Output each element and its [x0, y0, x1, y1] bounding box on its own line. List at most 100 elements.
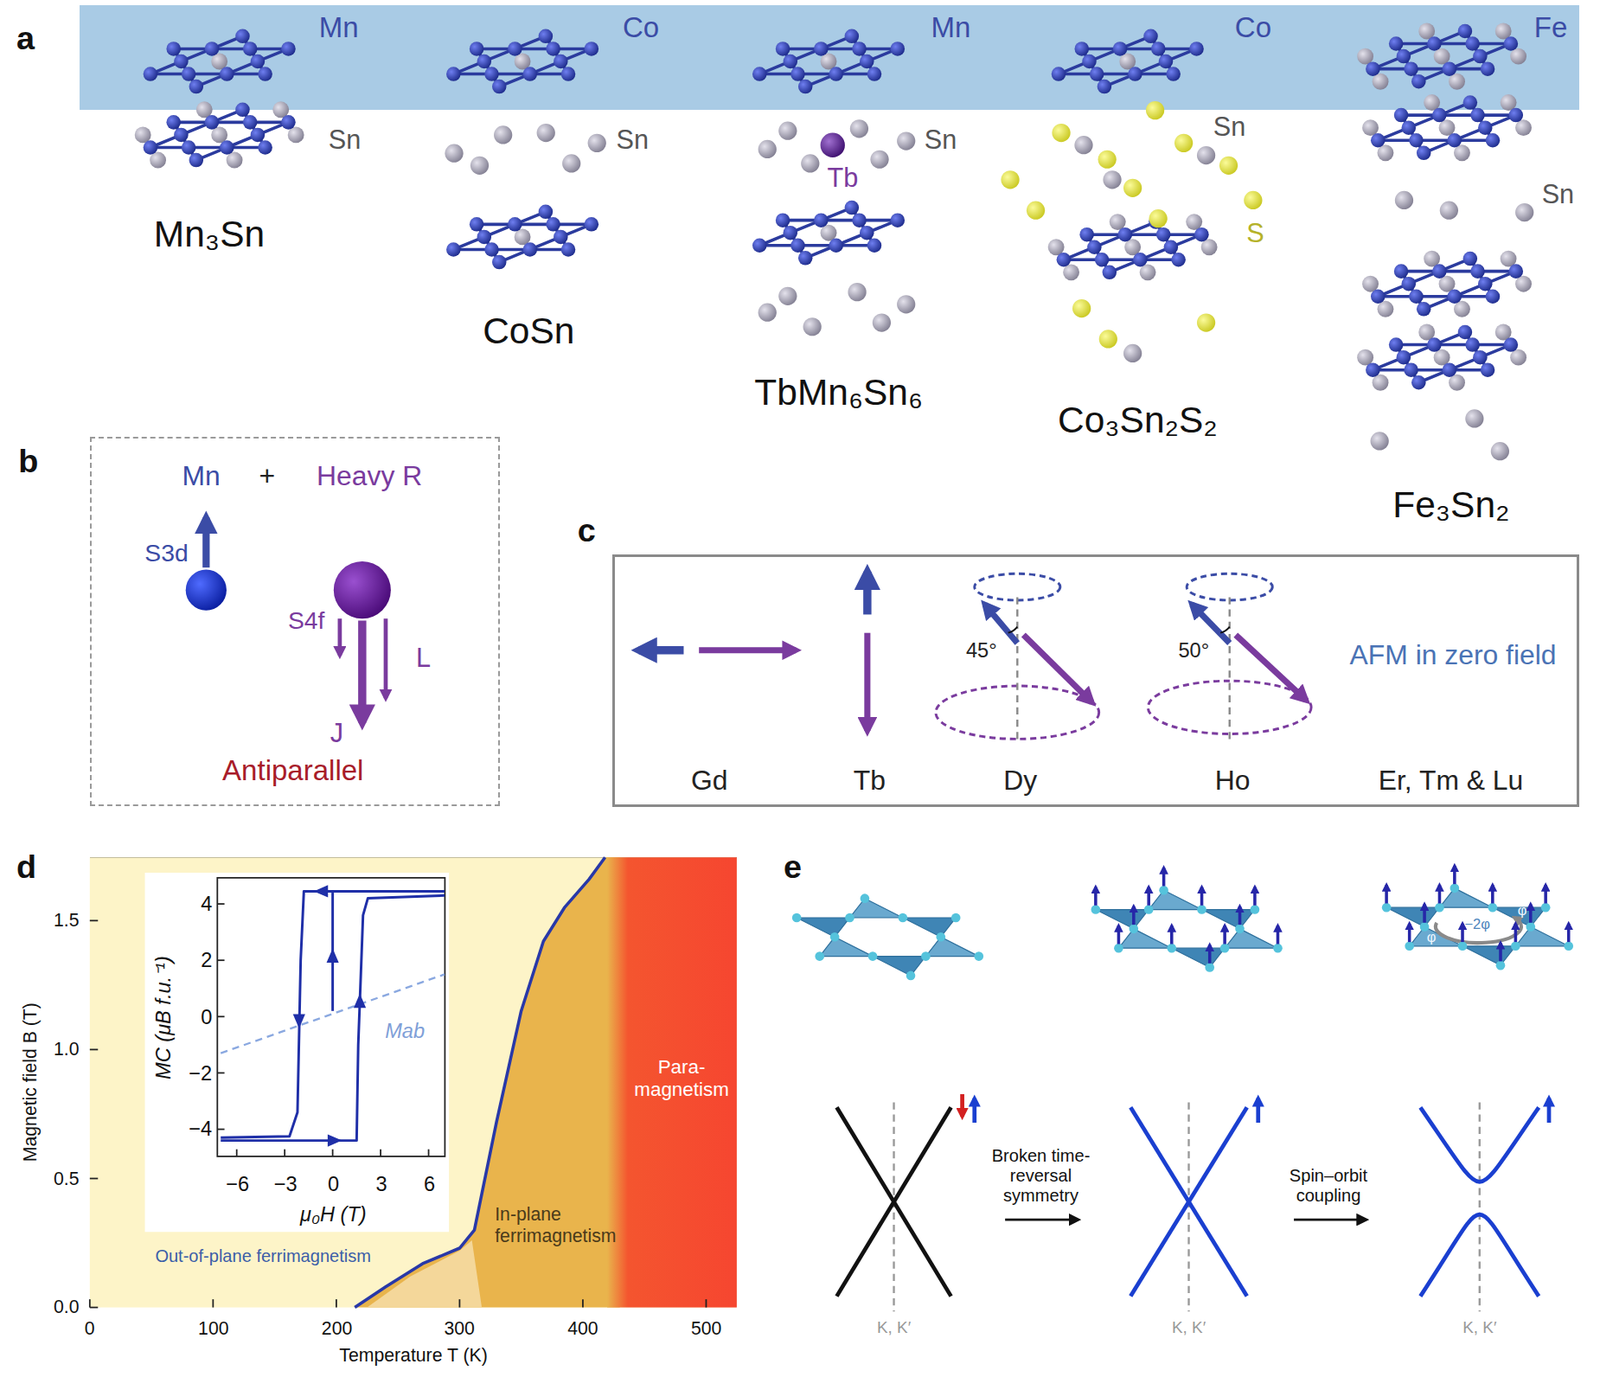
illustration-stroke: [1098, 150, 1117, 169]
text-label: L: [416, 642, 431, 673]
illustration-stroke: [1117, 925, 1121, 944]
illustration-stroke: [379, 1149, 382, 1157]
illustration-stroke: [537, 123, 556, 142]
illustration-stroke: [1563, 941, 1574, 952]
illustration-stroke: [257, 140, 273, 155]
illustration-stroke: [872, 313, 891, 332]
illustration-stroke: [1567, 923, 1571, 942]
text-label: Er, Tm & Lu: [1378, 764, 1524, 797]
illustration-stroke: [1149, 209, 1168, 228]
illustration-stroke: [830, 932, 840, 942]
illustration-stroke: [859, 225, 875, 241]
illustration-stroke: [189, 153, 205, 168]
illustration-stroke: [1196, 146, 1216, 165]
illustration-stroke: [847, 282, 866, 301]
illustration-stroke: [820, 133, 845, 158]
illustration-stroke: [235, 102, 250, 118]
illustration-stroke: [1470, 108, 1485, 123]
illustration-stroke: [1480, 362, 1496, 378]
text-label: 200: [321, 1318, 352, 1339]
illustration-stroke: [1460, 923, 1465, 942]
illustration-stroke: [1472, 49, 1488, 64]
illustration-stroke: [1016, 596, 1018, 743]
illustration-stroke: [1113, 943, 1124, 954]
illustration-stroke: [1118, 227, 1133, 243]
illustration-stroke: [896, 294, 916, 314]
illustration-stroke: [1156, 227, 1172, 243]
illustration-stroke: [1004, 1218, 1078, 1222]
illustration-stroke: [1235, 634, 1306, 701]
illustration-stroke: [1547, 1098, 1552, 1123]
illustration-stroke: [1465, 36, 1480, 52]
illustration-stroke: [1095, 909, 1149, 929]
illustration-stroke: [1404, 941, 1415, 952]
illustration-stroke: [867, 237, 883, 253]
illustration-stroke: [1127, 66, 1143, 82]
text-label: 300: [443, 1318, 474, 1339]
illustration-stroke: [293, 1013, 306, 1029]
illustration-stroke: [783, 225, 799, 241]
illustration-stroke: [890, 41, 906, 57]
illustration-stroke: [89, 857, 737, 1307]
text-label: Spin–orbit coupling: [1275, 1165, 1383, 1206]
illustration-stroke: [1097, 79, 1113, 95]
text-label: Para- magnetism: [627, 1056, 736, 1101]
illustration-stroke: [1087, 239, 1102, 255]
illustration-stroke: [1171, 252, 1186, 268]
illustration-stroke: [1187, 1101, 1190, 1312]
illustration-stroke: [1144, 904, 1154, 915]
illustration-stroke: [1051, 123, 1070, 142]
illustration-stroke: [1166, 943, 1177, 954]
illustration-stroke: [1478, 120, 1493, 135]
text-label: S4f: [288, 606, 325, 635]
illustration-stroke: [469, 41, 485, 57]
text-label: AFM in zero field: [1350, 639, 1557, 672]
text-label: 2: [200, 948, 212, 973]
illustration-stroke: [1427, 36, 1442, 52]
text-label: Out-of-plane ferrimagnetism: [154, 1246, 372, 1267]
illustration-stroke: [1158, 54, 1174, 70]
illustration-stroke: [1200, 887, 1204, 906]
illustration-stroke: [758, 303, 777, 322]
illustration-stroke: [960, 1094, 965, 1117]
illustration-stroke: [217, 959, 224, 961]
illustration-stroke: [936, 932, 947, 942]
illustration-stroke: [1145, 101, 1165, 120]
illustration-stroke: [1165, 66, 1181, 82]
text-label: Fe₃Sn₂: [1392, 484, 1510, 527]
illustration-stroke: [819, 936, 873, 956]
illustration-stroke: [89, 1177, 98, 1180]
illustration-stroke: [859, 54, 875, 70]
illustration-stroke: [1432, 263, 1447, 279]
illustration-stroke: [1496, 960, 1506, 971]
illustration-stroke: [1446, 133, 1462, 148]
illustration-stroke: [1438, 884, 1442, 903]
illustration-stroke: [1439, 888, 1492, 908]
illustration-stroke: [798, 250, 813, 266]
illustration-stroke: [313, 884, 329, 897]
illustration-stroke: [1365, 61, 1381, 77]
illustration-stroke: [584, 41, 600, 57]
illustration-stroke: [484, 242, 500, 257]
text-label: 0.0: [53, 1296, 80, 1318]
illustration-stroke: [1388, 36, 1404, 52]
illustration-stroke: [1411, 375, 1427, 391]
illustration-stroke: [204, 115, 220, 130]
illustration-stroke: [872, 956, 926, 976]
illustration-stroke: [353, 993, 366, 1009]
illustration-stroke: [1293, 1218, 1366, 1222]
illustration-stroke: [1510, 941, 1521, 952]
text-label: K, K′: [876, 1318, 911, 1338]
illustration-stroke: [1543, 884, 1548, 903]
illustration-stroke: [217, 1072, 224, 1075]
illustration-stroke: [1442, 61, 1458, 77]
illustration-stroke: [1276, 925, 1280, 944]
illustration-stroke: [1446, 288, 1462, 304]
illustration-stroke: [1123, 344, 1142, 363]
phase-diagram: [89, 857, 737, 1307]
illustration-stroke: [327, 1134, 343, 1147]
illustration-stroke: [1478, 1101, 1481, 1312]
illustration-stroke: [921, 951, 931, 961]
illustration-stroke: [1514, 923, 1518, 942]
illustration-stroke: [925, 936, 979, 956]
